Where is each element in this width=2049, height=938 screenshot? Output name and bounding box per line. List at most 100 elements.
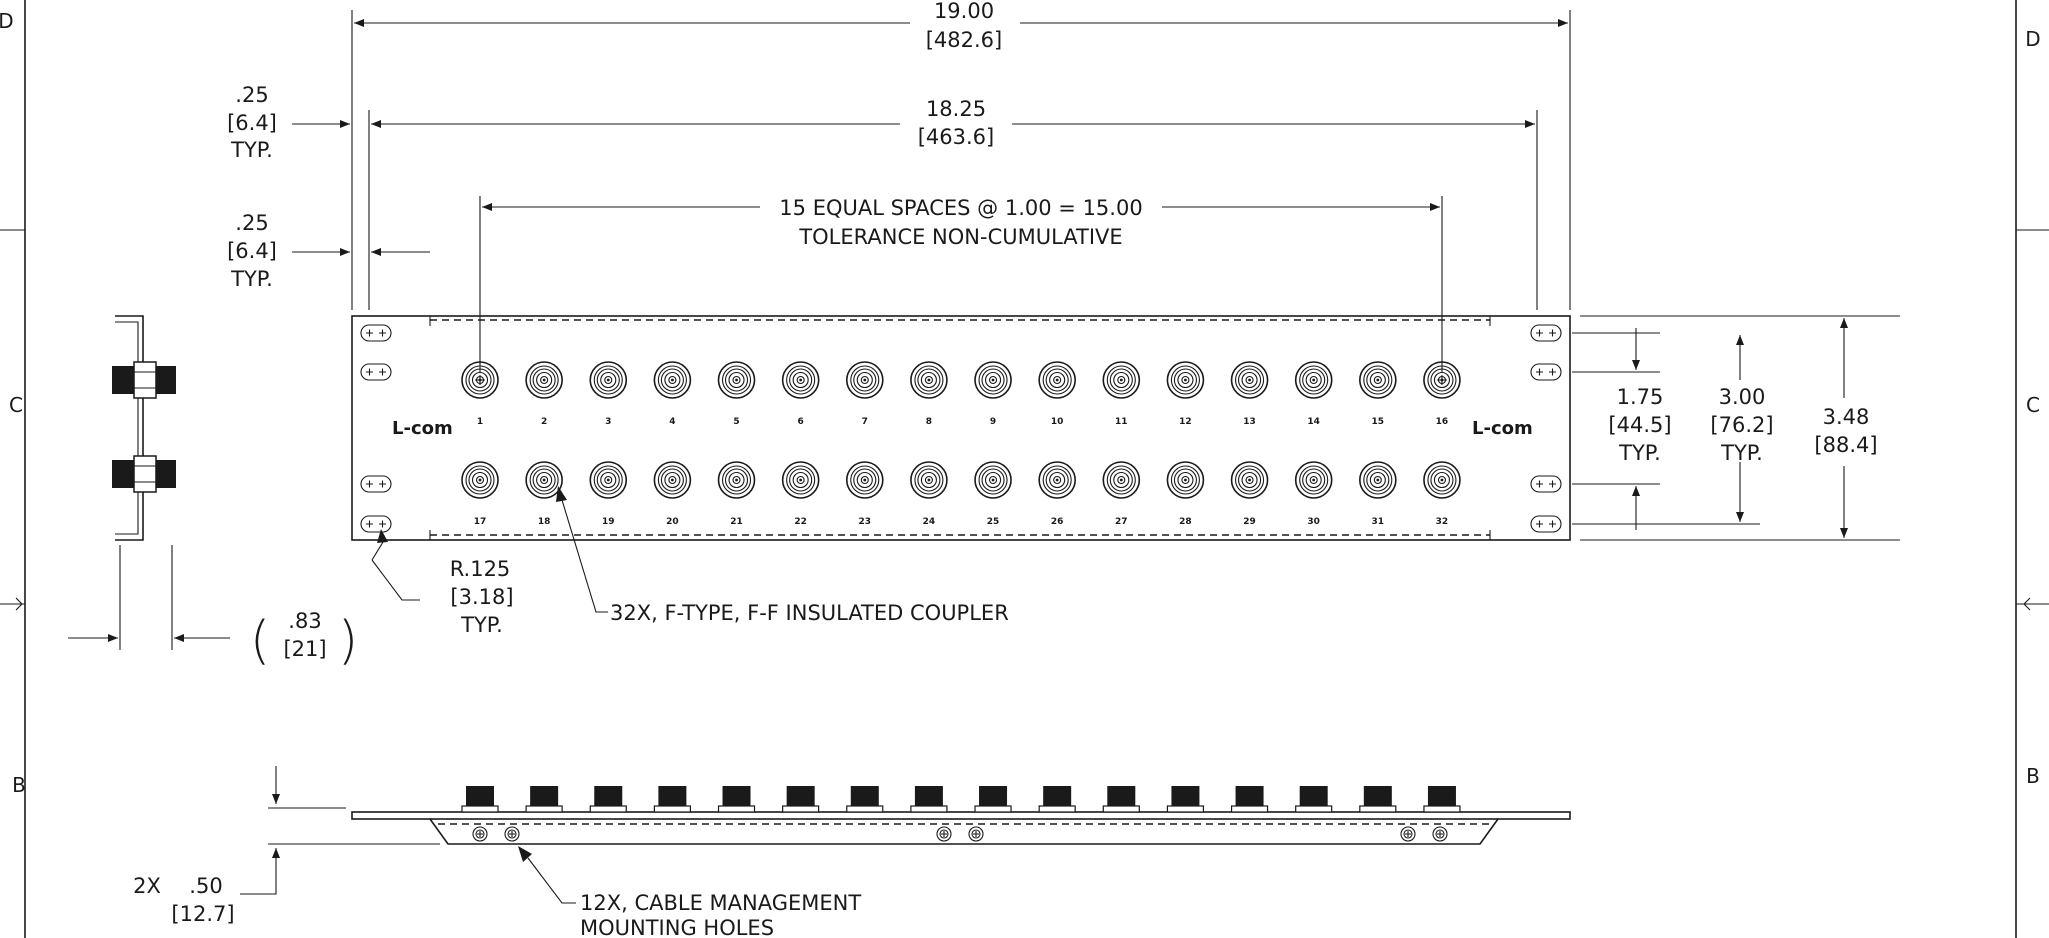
front-view-panel: [351, 315, 1571, 541]
callout-coupler-leader: [556, 486, 608, 613]
dim-outer-hole-vertical: 3.00: [1719, 385, 1766, 409]
mounting-slot: [360, 324, 392, 342]
coupler-port: 7: [845, 361, 884, 427]
port-number-label: 31: [1372, 517, 1385, 527]
dim-bottom-flange-mm: [12.7]: [171, 902, 234, 926]
callout-holes-line2: MOUNTING HOLES: [580, 916, 774, 938]
coupler-port: 20: [653, 461, 692, 527]
dim-slot-radius: R.125: [450, 557, 511, 581]
coupler-port: 3: [589, 361, 628, 427]
cable-management-hole: [1432, 826, 1448, 842]
port-number-label: 26: [1051, 517, 1064, 527]
port-number-label: 25: [987, 517, 1000, 527]
port-number-label: 2: [541, 417, 547, 427]
top-view-connector: [589, 786, 627, 813]
dim-bottom-flange-qty: 2X: [133, 874, 161, 898]
port-number-label: 5: [733, 417, 739, 427]
dim-hole-vertical-note: TYP.: [1618, 441, 1661, 465]
port-number-label: 14: [1307, 417, 1320, 427]
port-number-label: 19: [602, 517, 615, 527]
top-view-connector: [782, 786, 820, 813]
dimension-overall-width: [351, 10, 1571, 310]
dimension-right-stack: [1572, 315, 1900, 541]
coupler-port: 29: [1230, 461, 1269, 527]
zone-label-b-left: B: [12, 773, 26, 797]
top-view-connector: [1423, 786, 1461, 813]
port-number-label: 9: [990, 417, 996, 427]
cable-management-hole: [472, 826, 488, 842]
port-number-label: 8: [926, 417, 932, 427]
port-number-label: 29: [1243, 517, 1256, 527]
port-number-label: 20: [666, 517, 679, 527]
port-number-label: 16: [1436, 417, 1449, 427]
dim-slot-radius-mm: [3.18]: [450, 585, 513, 609]
zone-label-d-right: D: [2025, 27, 2040, 51]
top-view-connectors: [461, 786, 1461, 813]
mounting-slot: [1530, 324, 1562, 342]
top-view-connector: [846, 786, 884, 813]
dim-side-depth: .83: [288, 609, 321, 633]
cable-management-hole: [1400, 826, 1416, 842]
dim-slot-radius-note: TYP.: [460, 613, 503, 637]
coupler-port: 18: [525, 461, 563, 527]
mounting-slot: [1530, 363, 1562, 381]
port-number-label: 30: [1307, 517, 1320, 527]
dim-panel-height: 3.48: [1823, 405, 1870, 429]
dim-tolerance-note: TOLERANCE NON-CUMULATIVE: [798, 225, 1122, 249]
mounting-slot: [1530, 515, 1562, 533]
top-view-connector: [1166, 786, 1205, 813]
dim-hole-vertical: 1.75: [1617, 385, 1664, 409]
port-number-label: 1: [477, 417, 483, 427]
dim-side-depth-open-paren: (: [250, 611, 270, 671]
callout-coupler: 32X, F-TYPE, F-F INSULATED COUPLER: [610, 601, 1009, 625]
port-number-label: 18: [538, 517, 551, 527]
coupler-port: 6: [781, 361, 820, 427]
cable-management-hole: [968, 826, 984, 842]
dim-edge-offset-1-note: TYP.: [230, 138, 273, 162]
dim-side-depth-close-paren: ): [338, 611, 358, 671]
coupler-port: 24: [910, 461, 948, 527]
coupler-port: 8: [910, 361, 948, 427]
coupler-port: 30: [1294, 461, 1333, 527]
top-view-connector: [717, 786, 756, 813]
cable-management-hole: [504, 826, 520, 842]
dim-side-depth-mm: [21]: [283, 637, 326, 661]
port-number-label: 11: [1115, 417, 1128, 427]
top-view-connector: [910, 786, 948, 813]
port-number-label: 6: [798, 417, 804, 427]
top-view-connector: [974, 786, 1012, 813]
dim-hole-spacing: 18.25: [926, 97, 986, 121]
top-view-connector: [1295, 786, 1333, 813]
coupler-port: 11: [1102, 361, 1141, 427]
port-number-label: 28: [1179, 517, 1192, 527]
coupler-port: 2: [525, 361, 563, 427]
top-view-connector: [1102, 786, 1140, 813]
mounting-slot: [1530, 475, 1562, 493]
dim-edge-offset-1: .25: [235, 83, 268, 107]
port-number-label: 24: [923, 517, 936, 527]
coupler-port: 5: [717, 361, 756, 427]
port-number-label: 27: [1115, 517, 1128, 527]
cable-management-holes: [472, 826, 1448, 842]
callout-holes-leader: [518, 846, 576, 904]
coupler-port: 27: [1102, 461, 1141, 527]
coupler-port: 25: [974, 461, 1012, 527]
dim-hole-vertical-mm: [44.5]: [1608, 413, 1671, 437]
top-view-connector: [461, 786, 499, 813]
callout-slot-radius-leader: [371, 529, 420, 601]
coupler-port: 32: [1423, 461, 1461, 527]
top-view-connector: [1230, 786, 1269, 813]
zone-label-c-right: C: [2026, 393, 2040, 417]
top-view-connector: [525, 786, 563, 813]
logo-left: L-com: [392, 418, 453, 439]
mounting-slot: [360, 515, 392, 533]
coupler-port: 28: [1166, 461, 1205, 527]
mounting-slot: [360, 363, 392, 381]
coupler-port: 10: [1038, 361, 1076, 427]
coupler-port: 21: [717, 461, 756, 527]
port-number-label: 12: [1179, 417, 1192, 427]
logo-right: L-com: [1472, 418, 1533, 439]
callout-holes-line1: 12X, CABLE MANAGEMENT: [580, 891, 861, 915]
